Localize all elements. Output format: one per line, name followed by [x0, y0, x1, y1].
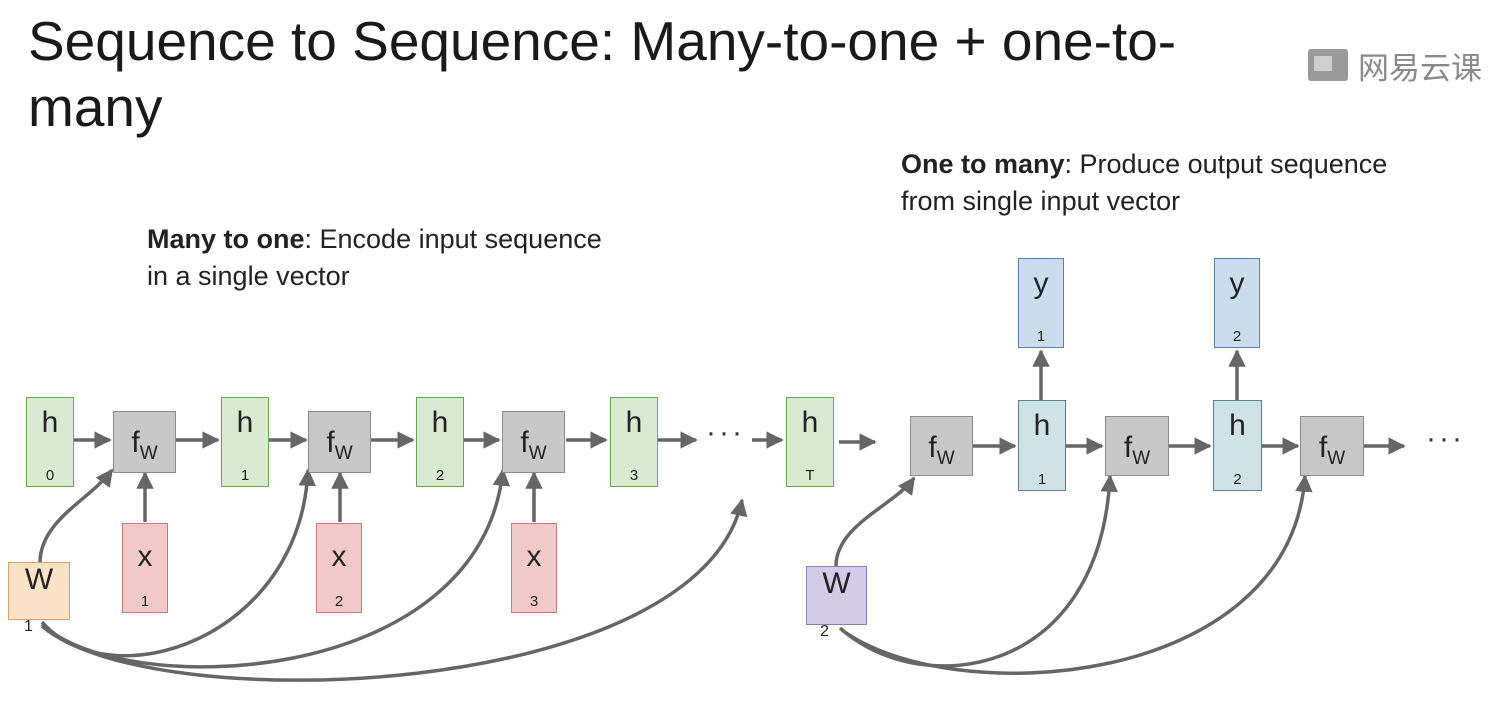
arrow-w1-hT [40, 498, 748, 682]
cell-label: f [1318, 431, 1328, 464]
cell-label: f [520, 426, 529, 459]
encoder-hidden-state-3: h 3 [610, 397, 658, 487]
many-to-one-caption-bold: Many to one [147, 224, 305, 254]
hidden-subscript: 2 [1233, 471, 1242, 488]
cell-label: f [131, 426, 140, 459]
hidden-subscript: 1 [240, 467, 250, 484]
decoder-hidden-state-2: h 2 [1213, 400, 1262, 491]
input-label: x [526, 540, 542, 573]
input-subscript: 1 [140, 593, 150, 610]
weight-subscript: 2 [820, 623, 829, 640]
one-to-many-caption-bold: One to many [901, 149, 1065, 179]
watermark: 网易云课 [1308, 44, 1482, 86]
decoder-hidden-state-1: h 1 [1018, 400, 1066, 491]
encoder-ellipsis: ··· [706, 416, 745, 449]
encoder-cell-fw-2: fW [308, 411, 371, 473]
weight-label: W [24, 563, 54, 596]
one-to-many-caption: One to many: Produce output sequence fro… [901, 146, 1421, 220]
output-label: y [1229, 267, 1245, 300]
output-label: y [1033, 267, 1049, 300]
weight-label: W [822, 567, 851, 600]
input-subscript: 3 [529, 593, 539, 610]
watermark-text: 网易云课 [1358, 50, 1482, 86]
hidden-label: h [431, 406, 449, 439]
encoder-weight-W1: W [8, 562, 70, 620]
cell-subscript: W [334, 443, 353, 464]
hidden-label: h [236, 406, 254, 439]
decoder-cell-fw-1: fW [910, 416, 973, 476]
cell-label: f [1123, 431, 1133, 464]
many-to-one-caption-text: : Encode input sequence in a single vect… [147, 224, 602, 291]
hidden-label: h [41, 406, 59, 439]
cell-subscript: W [1327, 448, 1346, 469]
decoder-weight-W2: W [806, 566, 867, 625]
arrow-w1-fw3 [40, 468, 511, 669]
hidden-subscript: 2 [435, 467, 445, 484]
output-subscript: 2 [1232, 328, 1242, 345]
slide-title: Sequence to Sequence: Many-to-one + one-… [28, 10, 1177, 138]
decoder-cell-fw-3: fW [1300, 416, 1364, 476]
hidden-label: h [1229, 409, 1246, 442]
encoder-input-x1: x 1 [122, 523, 168, 613]
arrow-w2-dfw1 [834, 476, 916, 567]
many-to-one-caption: Many to one: Encode input sequence in a … [147, 221, 627, 295]
arrow-w1-fw1 [38, 468, 114, 564]
cell-subscript: W [528, 443, 547, 464]
hidden-subscript: 1 [1037, 471, 1047, 488]
output-subscript: 1 [1036, 328, 1046, 345]
arrow-w2-dfw2 [838, 474, 1118, 668]
cell-label: f [928, 431, 937, 464]
hidden-label: h [1033, 409, 1051, 442]
one-to-many-caption-text: : Produce output sequence from single in… [901, 149, 1388, 216]
encoder-input-x2: x 2 [316, 523, 362, 613]
input-label: x [137, 540, 153, 573]
cell-subscript: W [936, 448, 955, 469]
hidden-subscript: T [805, 467, 815, 484]
decoder-output-y1: y 1 [1018, 258, 1064, 348]
cell-label: f [326, 426, 335, 459]
cell-subscript: W [139, 443, 158, 464]
hidden-subscript: 0 [45, 467, 55, 484]
encoder-hidden-state-T: h T [786, 397, 834, 487]
decoder-ellipsis: ··· [1426, 422, 1465, 455]
hidden-subscript: 3 [629, 467, 639, 484]
input-label: x [331, 540, 347, 573]
arrow-w2-dfw3 [840, 474, 1313, 675]
encoder-input-x3: x 3 [511, 523, 557, 613]
hidden-label: h [625, 406, 643, 439]
encoder-cell-fw-3: fW [502, 411, 565, 473]
input-subscript: 2 [334, 593, 344, 610]
encoder-hidden-state-1: h 1 [221, 397, 269, 487]
hidden-label: h [801, 406, 819, 439]
weight-subscript: 1 [24, 618, 33, 635]
decoder-cell-fw-2: fW [1105, 416, 1169, 476]
encoder-hidden-state-2: h 2 [416, 397, 464, 487]
cell-subscript: W [1132, 448, 1151, 469]
encoder-cell-fw-1: fW [113, 411, 176, 473]
encoder-hidden-state-0: h 0 [26, 397, 74, 487]
decoder-output-y2: y 2 [1214, 258, 1260, 348]
watermark-logo-icon [1308, 49, 1348, 81]
